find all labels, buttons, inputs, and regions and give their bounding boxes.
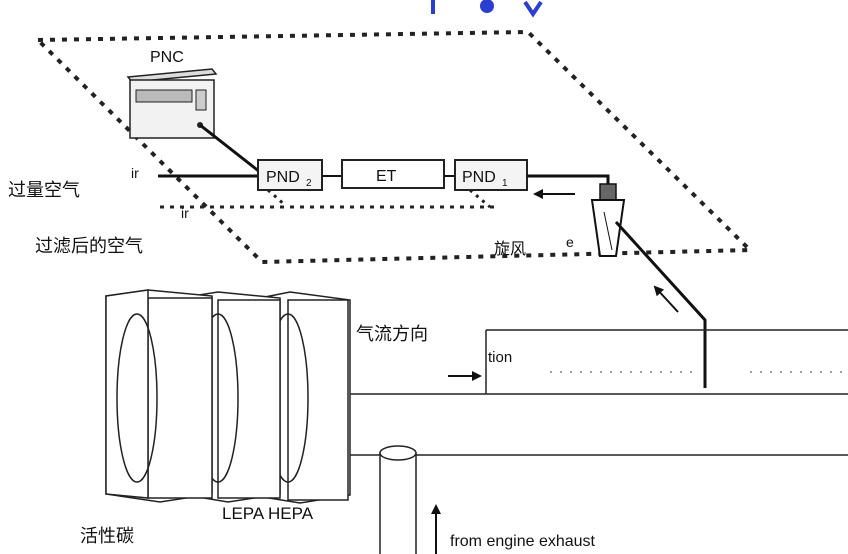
svg-text:PND: PND [462, 169, 496, 186]
cyclone-label: 旋风 [494, 239, 526, 258]
pnc-sample-line [199, 123, 266, 178]
pnd2-box: PND 2 [257, 159, 323, 191]
svg-text:2: 2 [306, 178, 312, 189]
sampling-probe-line [614, 220, 707, 388]
dilution-tunnel [345, 329, 848, 456]
probe-flow-arrow-icon [653, 285, 679, 313]
exhaust-pipe [379, 445, 417, 554]
pnd1-box: PND 1 [454, 159, 528, 191]
svg-text:1: 1 [502, 178, 508, 189]
pnd2-dashed-drop [267, 188, 286, 207]
excess-air-label: 过量空气 [8, 180, 80, 201]
et-box: ET [341, 159, 445, 189]
svg-text:ET: ET [376, 168, 397, 185]
air-inlet-lower-label: ir [181, 205, 189, 221]
sampling-platform-outline [33, 29, 755, 265]
carbon-filter [105, 289, 213, 503]
svg-text:PND: PND [266, 169, 300, 186]
blue-title-fragment [431, 0, 543, 18]
cyclone-icon [590, 183, 626, 257]
filter-stack [105, 289, 351, 504]
cyclone-to-pnd1-line [527, 174, 610, 190]
pnc-label: PNC [150, 49, 184, 66]
filters-label: LEPA HEPA [222, 504, 314, 523]
pnd1-dashed-drop [469, 188, 491, 209]
air-inlet-upper-label: ir [131, 165, 139, 181]
filtered-air-label: 过滤后的空气 [35, 236, 143, 257]
activated-carbon-label: 活性碳 [80, 526, 134, 547]
tunnel-label-fragment: tion [488, 349, 512, 366]
cyclone-label-suffix: e [566, 234, 574, 250]
exhaust-label: from engine exhaust [450, 533, 596, 550]
airflow-direction-label: 气流方向 [356, 324, 428, 345]
